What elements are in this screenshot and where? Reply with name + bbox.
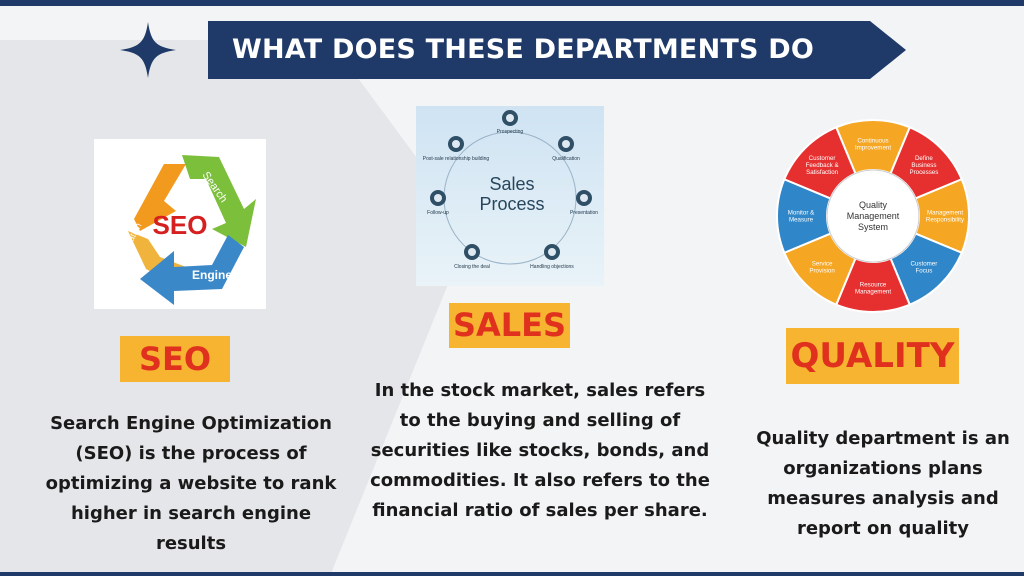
quality-segment-label: Management (855, 289, 891, 296)
seo-graphic-center: SEO (153, 210, 208, 240)
sales-step: Handling objections (530, 264, 574, 270)
quality-segment-label: Measure (789, 217, 814, 224)
quality-description: Quality department is an organizations p… (756, 428, 1010, 539)
quality-center-1: Quality (859, 200, 888, 210)
quality-segment-label: Focus (915, 267, 932, 274)
quality-segment-label: Processes (909, 169, 938, 176)
quality-segment-label: Resource (860, 282, 887, 289)
quality-center-2: Management (847, 211, 900, 221)
page-title: WHAT DOES THESE DEPARTMENTS DO (232, 34, 814, 65)
quality-segment-label: Feedback & (806, 162, 840, 169)
seo-tag: SEO (120, 336, 230, 382)
quality-segment-label: Customer (809, 155, 836, 162)
sales-process-graphic: Sales Process Prospecting Qualification … (416, 106, 604, 286)
seo-cycle-graphic: SEO Search Engine Optimization (94, 139, 266, 309)
quality-segment-label: Responsibility (926, 217, 965, 224)
sales-step: Prospecting (497, 129, 524, 135)
sales-step: Qualification (552, 156, 580, 162)
quality-wheel-graphic: Quality Management System ContinuousImpr… (776, 119, 970, 313)
quality-segment-label: Improvement (855, 145, 891, 152)
star-icon (120, 22, 176, 78)
top-border (0, 0, 1024, 6)
sales-graphic-title-1: Sales (489, 174, 534, 194)
quality-segment-label: Continuous (857, 138, 888, 145)
sales-step: Presentation (570, 210, 598, 216)
seo-graphic-engine: Engine (192, 268, 232, 282)
quality-segment-label: Provision (809, 267, 835, 274)
quality-segment-label: Customer (910, 260, 937, 267)
quality-tag: QUALITY (786, 328, 959, 384)
bottom-border (0, 572, 1024, 576)
quality-segment-label: Satisfaction (806, 169, 839, 176)
quality-segment-label: Define (915, 155, 933, 162)
quality-segment-label: Monitor & (788, 210, 815, 217)
sales-step: Closing the deal (454, 264, 490, 270)
sales-step: Follow-up (427, 210, 449, 216)
sales-description: In the stock market, sales refers to the… (370, 380, 710, 521)
quality-segment-label: Business (911, 162, 936, 169)
seo-description: Search Engine Optimization (SEO) is the … (45, 413, 337, 554)
quality-center-3: System (858, 222, 888, 232)
sales-tag: SALES (449, 303, 570, 348)
sales-graphic-title-2: Process (479, 194, 544, 214)
sales-step: Post-sale relationship building (423, 156, 490, 162)
quality-segment-label: Management (927, 210, 963, 217)
title-banner (208, 21, 906, 79)
quality-segment-label: Service (812, 260, 833, 267)
